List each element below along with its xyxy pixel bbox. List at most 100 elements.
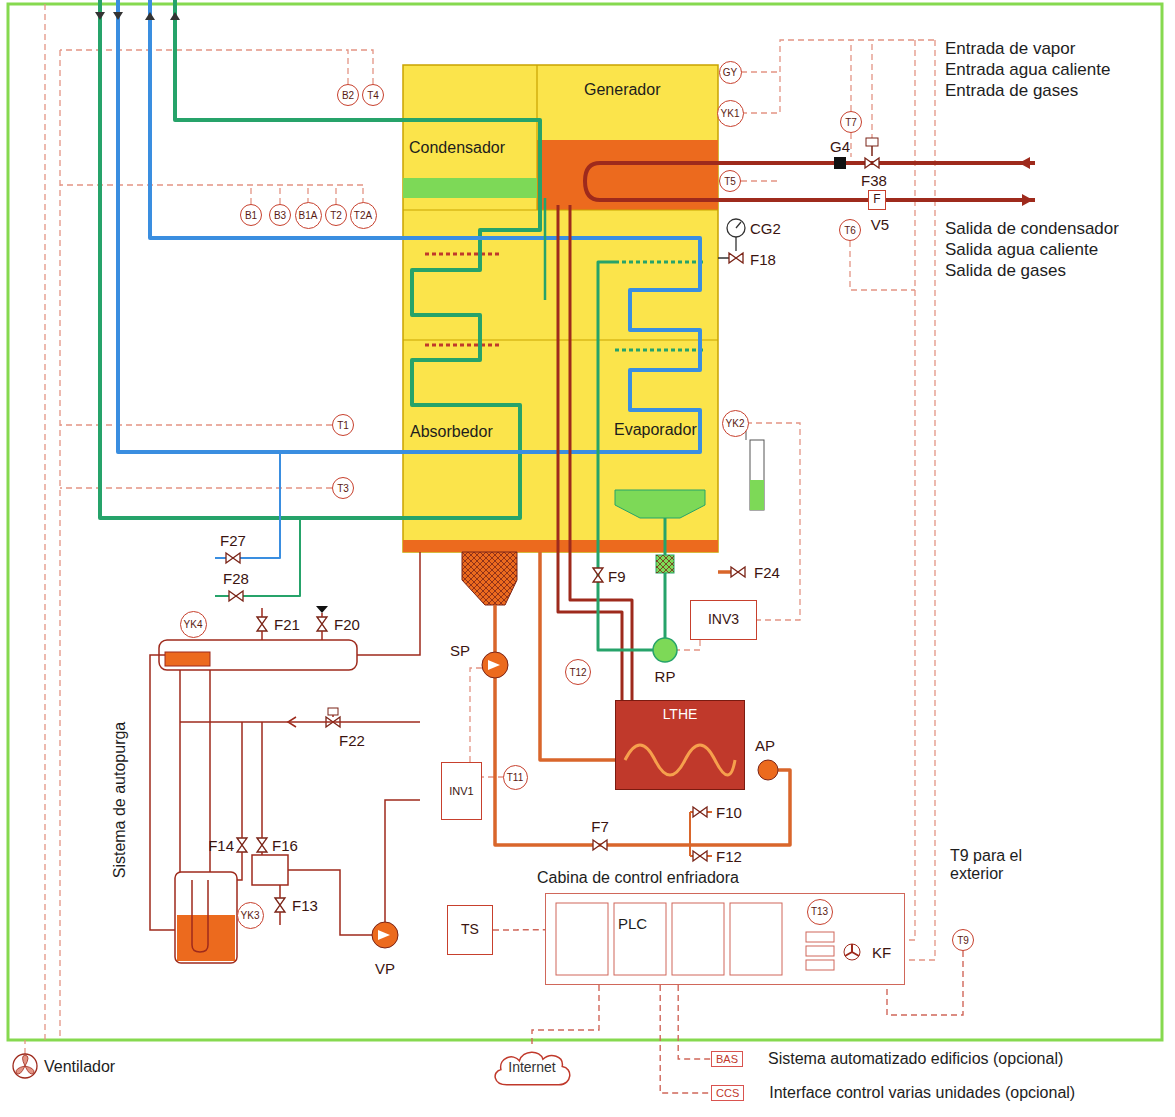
tag-label: G4 (830, 139, 850, 154)
node-title: B1A (299, 210, 318, 221)
instrument-circle: T1 (332, 414, 354, 436)
instrument-circle: T2 (325, 204, 347, 226)
node-title: LTHE (663, 707, 698, 722)
node-title: T11 (507, 772, 524, 783)
solution-pipe (718, 570, 731, 574)
steam-pipe (871, 146, 873, 156)
tag-label: SP (450, 643, 470, 658)
node-title: B2 (342, 90, 354, 101)
node-title: T4 (367, 90, 379, 101)
level-gauge (746, 423, 764, 510)
control-cabinet: Cabina de control enfriadoraPLCT13 (545, 893, 905, 985)
instrument-circle: B3 (269, 204, 291, 226)
valve-symbol (226, 553, 240, 563)
valve-symbol (316, 606, 328, 613)
shell (425, 254, 500, 345)
tag-label: F21 (274, 617, 300, 632)
instrument-circle: T7 (840, 111, 862, 133)
valve-symbol (226, 158, 879, 912)
node-title: Generador (584, 81, 661, 99)
node-title: T6 (844, 225, 856, 236)
signal-connector (678, 985, 711, 1059)
region-label: Generador (582, 80, 663, 100)
signal-wire (850, 241, 915, 290)
shell (615, 490, 705, 518)
control-cabinet (845, 944, 859, 956)
node-title: YK4 (184, 619, 203, 630)
purge-system (159, 640, 357, 670)
node-title: T9 (957, 935, 969, 946)
node-title: Evaporador (614, 421, 697, 439)
node-body: Interface control varias unidades (opcio… (769, 1084, 1075, 1102)
water-pipe (95, 0, 700, 596)
node-title: CCS (712, 1086, 743, 1100)
note-label: Ventilador (44, 1059, 115, 1075)
region-label: Evaporador (612, 420, 699, 440)
purge-system (177, 915, 235, 961)
node-title: GY (723, 67, 737, 78)
shell (403, 540, 718, 552)
region-label: Condensador (407, 138, 507, 158)
tag-label: CG2 (750, 221, 781, 236)
node-title: INV1 (449, 785, 473, 797)
tag-label: F24 (754, 565, 780, 580)
touch-screen-box: TS (447, 905, 493, 955)
control-cabinet (806, 946, 834, 956)
tag-label: AP (755, 738, 775, 753)
instrument-circle: B1A (295, 202, 322, 229)
shell (403, 65, 718, 552)
solution-pipe (656, 555, 674, 573)
solution-pipe (488, 660, 500, 670)
tag-label: F13 (292, 898, 318, 913)
sump (462, 552, 517, 605)
valve-symbol (593, 840, 607, 850)
region-label: Absorbedor (408, 422, 495, 442)
tag-label: F28 (223, 571, 249, 586)
signal-connector (532, 985, 599, 1048)
solution-pipe (598, 262, 665, 650)
purge-system (192, 880, 208, 952)
valve-symbol (729, 253, 743, 263)
cloud-outline (495, 1052, 570, 1085)
tag-label: F7 (591, 819, 609, 834)
instrument-circle: T6 (839, 219, 861, 241)
purge-system (357, 552, 420, 655)
fan-icon (13, 1054, 37, 1078)
solution-pipe (540, 552, 615, 760)
purge-system (180, 721, 420, 723)
level-gauge (750, 440, 764, 510)
tag-label: F10 (716, 805, 742, 820)
instrument-circle: T12 (565, 659, 591, 685)
inverter-box: INV1 (441, 762, 482, 820)
instrument-circle: YK4 (180, 611, 207, 638)
signal-wire (850, 133, 851, 157)
valve-symbol (328, 708, 338, 715)
signal-connector (887, 951, 963, 1015)
tag-label: F20 (334, 617, 360, 632)
tag-label: KF (872, 945, 891, 960)
signal-wire (59, 50, 60, 1040)
node-title: YK2 (726, 418, 745, 429)
valve-symbol (229, 591, 243, 601)
node-title: T12 (569, 667, 586, 678)
signal-wire (677, 640, 700, 650)
signal-wire (44, 4, 45, 1040)
tag-label: V5 (871, 217, 889, 232)
signal-wire (905, 40, 935, 960)
note-label: Entrada agua caliente (945, 61, 1110, 78)
signal-connector (493, 929, 545, 931)
shell (403, 65, 718, 340)
tag-label: F18 (750, 252, 776, 267)
note-label: T9 para el exterior (950, 847, 1060, 884)
purge-system (280, 800, 420, 935)
note-label: Salida de gases (945, 262, 1066, 279)
flow-meter-box: F (868, 190, 886, 210)
node-title: INV3 (708, 612, 739, 627)
internet-cloud: Internet (490, 1048, 574, 1088)
solution-pipe (544, 198, 547, 300)
node-title: T2 (330, 210, 342, 221)
purge-system (372, 922, 398, 948)
